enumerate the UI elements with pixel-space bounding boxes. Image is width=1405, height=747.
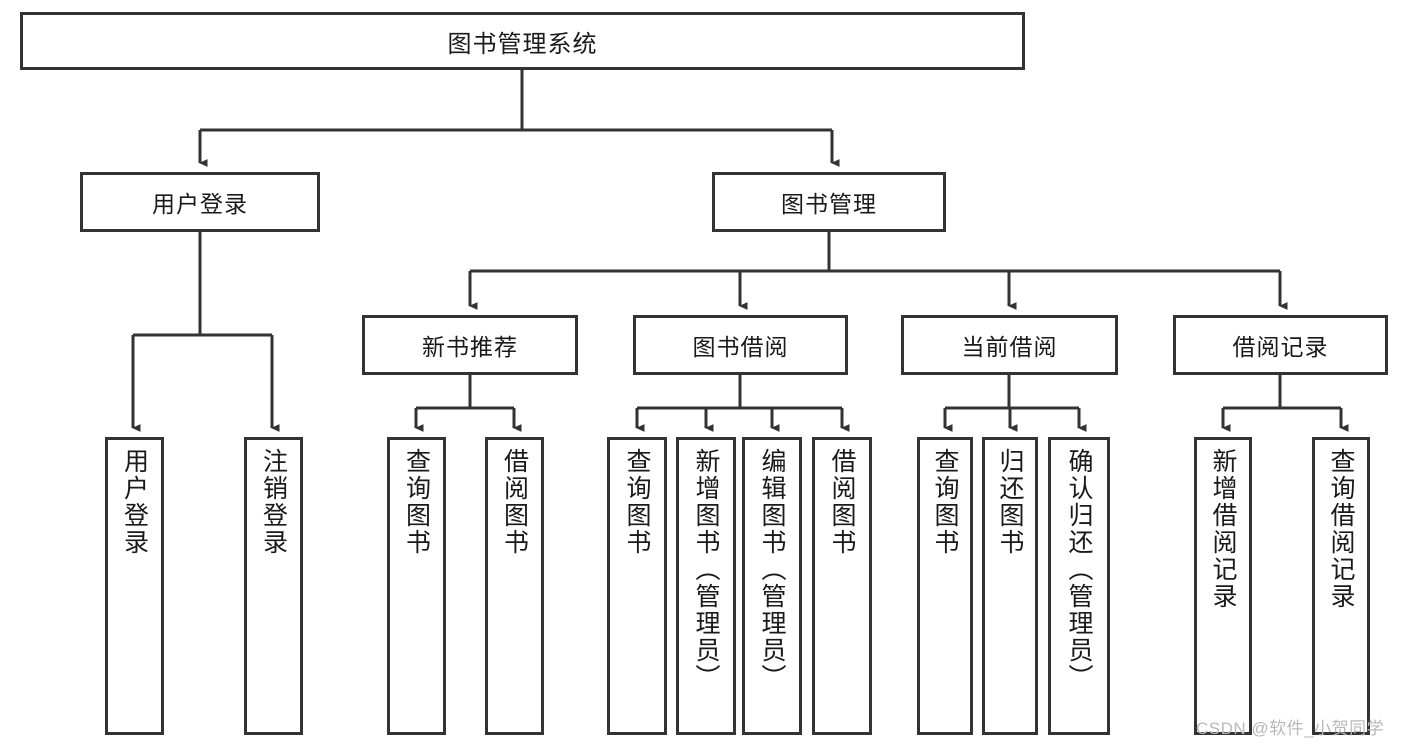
leaf-query-book-recommend[interactable]: 查询图书 — [387, 437, 446, 735]
leaf-user-logout[interactable]: 注销登录 — [244, 437, 303, 735]
leaf-query-book-current[interactable]: 查询图书 — [917, 437, 973, 735]
leaf-return-book[interactable]: 归还图书 — [982, 437, 1038, 735]
node-current-borrow-label: 当前借阅 — [961, 334, 1058, 360]
leaf-confirm-return[interactable]: 确认归还（管理员） — [1048, 437, 1110, 735]
leaf-add-book-label: 新增图书（管理员） — [692, 448, 720, 691]
leaf-edit-book[interactable]: 编辑图书（管理员） — [742, 437, 802, 735]
leaf-add-borrow-record-label: 新增借阅记录 — [1209, 448, 1237, 610]
leaf-borrow-book[interactable]: 借阅图书 — [812, 437, 872, 735]
leaf-borrow-book-recommend-label: 借阅图书 — [500, 448, 529, 556]
leaf-borrow-book-recommend[interactable]: 借阅图书 — [485, 437, 544, 735]
leaf-edit-book-label: 编辑图书（管理员） — [758, 448, 786, 691]
leaf-borrow-book-label: 借阅图书 — [828, 448, 856, 556]
node-book-manage-label: 图书管理 — [781, 191, 877, 217]
node-new-book-recommend[interactable]: 新书推荐 — [362, 315, 578, 375]
leaf-query-book-borrow-label: 查询图书 — [623, 448, 651, 556]
leaf-add-borrow-record[interactable]: 新增借阅记录 — [1194, 437, 1252, 735]
node-root[interactable]: 图书管理系统 — [20, 12, 1025, 70]
node-book-borrow-label: 图书借阅 — [692, 334, 789, 360]
leaf-query-book-current-label: 查询图书 — [931, 448, 959, 556]
node-new-book-recommend-label: 新书推荐 — [422, 334, 518, 360]
csdn-watermark: CSDN @软件_小贺同学 — [1196, 719, 1385, 738]
leaf-query-borrow-record-label: 查询借阅记录 — [1327, 448, 1355, 610]
leaf-user-login[interactable]: 用户登录 — [105, 437, 164, 735]
node-root-label: 图书管理系统 — [447, 30, 598, 58]
leaf-add-book[interactable]: 新增图书（管理员） — [676, 437, 736, 735]
node-book-manage[interactable]: 图书管理 — [712, 172, 946, 232]
leaf-user-logout-label: 注销登录 — [259, 448, 288, 556]
leaf-query-borrow-record[interactable]: 查询借阅记录 — [1312, 437, 1370, 735]
node-borrow-record-label: 借阅记录 — [1232, 334, 1329, 360]
node-user-login-label: 用户登录 — [152, 191, 248, 217]
node-borrow-record[interactable]: 借阅记录 — [1173, 315, 1388, 375]
leaf-query-book-recommend-label: 查询图书 — [402, 448, 431, 556]
leaf-confirm-return-label: 确认归还（管理员） — [1065, 448, 1093, 691]
node-book-borrow[interactable]: 图书借阅 — [633, 315, 848, 375]
node-user-login[interactable]: 用户登录 — [80, 172, 320, 232]
leaf-query-book-borrow[interactable]: 查询图书 — [607, 437, 667, 735]
node-current-borrow[interactable]: 当前借阅 — [901, 315, 1118, 375]
leaf-user-login-label: 用户登录 — [120, 448, 149, 556]
leaf-return-book-label: 归还图书 — [996, 448, 1024, 556]
